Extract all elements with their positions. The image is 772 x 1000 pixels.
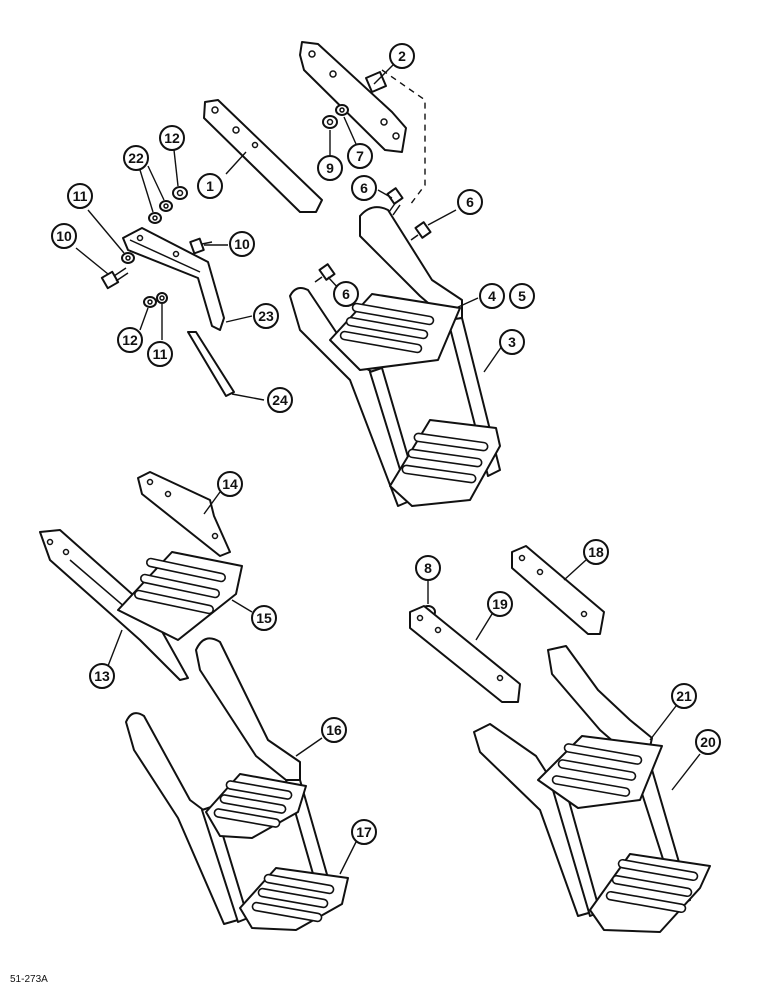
svg-text:6: 6 (360, 180, 368, 196)
nut-part-12-upper (172, 186, 188, 200)
callout-11-upper: 11 (67, 183, 93, 209)
callout-1: 1 (197, 173, 223, 199)
svg-text:13: 13 (94, 668, 110, 684)
callout-20: 20 (695, 729, 721, 755)
callout-11-lower: 11 (147, 341, 173, 367)
callout-3: 3 (499, 329, 525, 355)
svg-text:24: 24 (272, 392, 288, 408)
svg-text:17: 17 (356, 824, 372, 840)
callout-17: 17 (351, 819, 377, 845)
bolt-part-6-left (314, 263, 336, 283)
callout-7: 7 (347, 143, 373, 169)
step-assembly-20 (473, 645, 711, 933)
bolt-part-10-left (100, 267, 129, 290)
callout-24: 24 (267, 387, 293, 413)
svg-text:5: 5 (518, 288, 526, 304)
callout-6-right: 6 (457, 189, 483, 215)
svg-text:22: 22 (128, 150, 144, 166)
assembly-guide-line (381, 69, 426, 206)
nut-part-12-lower (143, 296, 157, 308)
svg-text:4: 4 (488, 288, 496, 304)
bracket-part-2 (299, 41, 407, 153)
svg-text:14: 14 (222, 476, 238, 492)
callout-15: 15 (251, 605, 277, 631)
figure-reference: 51-273A (10, 974, 48, 985)
bracket-part-19 (409, 605, 521, 703)
bracket-part-23 (122, 227, 225, 331)
svg-text:20: 20 (700, 734, 716, 750)
tread-part-15 (117, 551, 243, 641)
callout-6-upper: 6 (351, 175, 377, 201)
callout-12-lower: 12 (117, 327, 143, 353)
svg-text:15: 15 (256, 610, 272, 626)
svg-text:8: 8 (424, 560, 432, 576)
bolt-part-6-upper (386, 187, 404, 216)
bracket-part-1 (203, 99, 323, 213)
svg-text:1: 1 (206, 178, 214, 194)
callout-13: 13 (89, 663, 115, 689)
svg-text:10: 10 (234, 236, 250, 252)
svg-text:3: 3 (508, 334, 516, 350)
callout-8: 8 (415, 555, 441, 581)
callout-2: 2 (389, 43, 415, 69)
bolt-part-6-right (410, 221, 432, 241)
washer-part-11-lower (156, 292, 168, 304)
washer-part-11-upper (121, 252, 135, 264)
bracket-part-18 (511, 545, 605, 635)
svg-text:7: 7 (356, 148, 364, 164)
nut-part-7 (335, 104, 349, 116)
callout-18: 18 (583, 539, 609, 565)
svg-text:12: 12 (122, 332, 138, 348)
callout-23: 23 (253, 303, 279, 329)
nut-part-9 (322, 115, 338, 129)
callout-16: 16 (321, 717, 347, 743)
step-assembly-16 (125, 637, 349, 931)
callout-5: 5 (509, 283, 535, 309)
svg-text:23: 23 (258, 308, 274, 324)
bracket-part-14 (137, 471, 231, 557)
svg-text:6: 6 (466, 194, 474, 210)
strip-part-24 (187, 331, 235, 397)
svg-text:11: 11 (73, 188, 88, 204)
bolt-part-10-right (189, 237, 213, 255)
svg-text:9: 9 (326, 160, 334, 176)
svg-text:2: 2 (398, 48, 406, 64)
svg-text:16: 16 (326, 722, 342, 738)
svg-text:6: 6 (342, 286, 350, 302)
leader-lines (75, 63, 701, 875)
callout-10-left: 10 (51, 223, 77, 249)
washer-part-22 (148, 200, 173, 224)
callout-14: 14 (217, 471, 243, 497)
callout-21: 21 (671, 683, 697, 709)
callout-12-upper: 12 (159, 125, 185, 151)
svg-text:18: 18 (588, 544, 604, 560)
callout-10-right: 10 (229, 231, 255, 257)
callout-19: 19 (487, 591, 513, 617)
svg-text:19: 19 (492, 596, 508, 612)
svg-text:21: 21 (676, 688, 692, 704)
svg-text:12: 12 (164, 130, 180, 146)
svg-text:11: 11 (153, 346, 168, 362)
step-assembly-3 (289, 206, 501, 507)
callout-6-left: 6 (333, 281, 359, 307)
callout-4: 4 (479, 283, 505, 309)
svg-text:10: 10 (56, 228, 72, 244)
callout-22: 22 (123, 145, 149, 171)
callout-9: 9 (317, 155, 343, 181)
